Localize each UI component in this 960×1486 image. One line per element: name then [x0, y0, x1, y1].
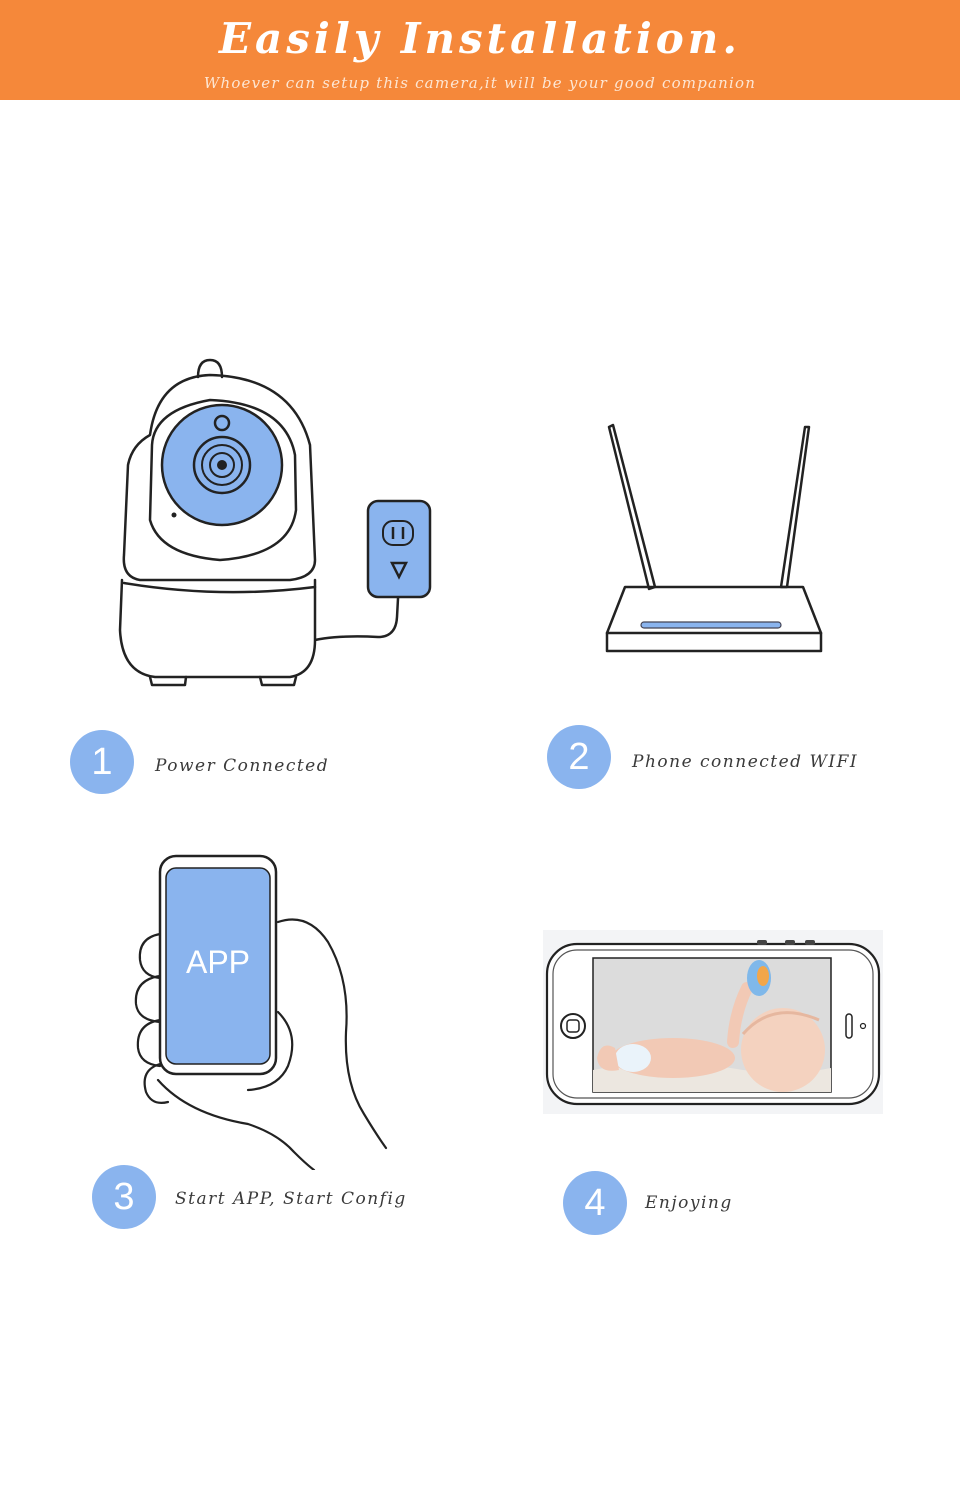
- step-4-label: Enjoying: [645, 1193, 733, 1213]
- step-4-badge: 4: [563, 1171, 627, 1235]
- step-1-badge: 1: [70, 730, 134, 794]
- phone-screen-text: APP: [185, 944, 251, 980]
- router-icon: [605, 423, 823, 653]
- phone-hand-icon: APP: [128, 852, 390, 1170]
- step-2-label: Phone connected WIFI: [632, 752, 859, 772]
- banner-subtitle: Whoever can setup this camera,it will be…: [203, 74, 757, 92]
- step-1-label: Power Connected: [155, 756, 330, 776]
- step-3-label: Start APP, Start Config: [175, 1189, 407, 1209]
- step-3-badge: 3: [92, 1165, 156, 1229]
- header-banner: Easily Installation. Whoever can setup t…: [0, 0, 960, 100]
- step-2-badge: 2: [547, 725, 611, 789]
- phone-baby-video-icon: [543, 930, 883, 1114]
- camera-plug-icon: [118, 358, 432, 687]
- banner-title: Easily Installation.: [219, 14, 741, 63]
